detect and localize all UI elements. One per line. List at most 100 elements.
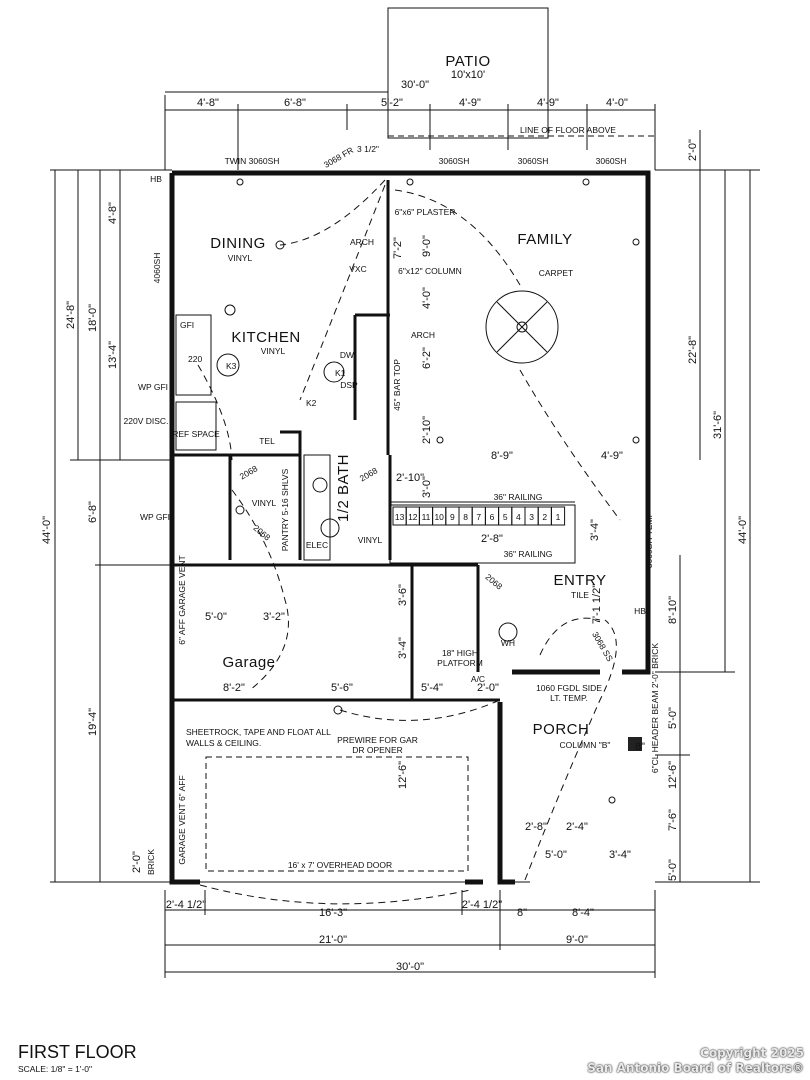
note-door-2068-c: 2068 (251, 523, 272, 543)
exterior-walls (169, 170, 651, 885)
right-dim-7-6: 7'-6" (667, 809, 679, 831)
right-dimensions: 44'-0" 31'-6" 22'-8" 2'-0" 8'-10" 5'-0" … (655, 130, 760, 883)
room-half-bath: 1/2 BATH (335, 454, 352, 522)
note-ac: A/C (471, 674, 485, 684)
note-door-1060: 1060 FGDL SIDE LT. TEMP. (536, 683, 602, 703)
bottom-dim-2-4-half-b: 2'-4 1/2" (462, 899, 502, 911)
dim-5-0-b: 5'-0" (545, 849, 567, 861)
note-overhead-door: 16' x 7' OVERHEAD DOOR (288, 860, 392, 870)
note-arch-1: ARCH (350, 237, 374, 247)
plan-notes: 6"x6" PLASTER 6"x12" COLUMN ARCH ARCH 45… (124, 174, 660, 875)
bottom-dim-8: 8" (517, 907, 527, 919)
dim-3-4-b: 3'-4" (397, 637, 409, 659)
room-garage: Garage (222, 654, 275, 671)
dim-3-4: 3'-4" (589, 519, 601, 541)
dim-3-half: 3 1/2" (357, 144, 379, 154)
note-garage-vent-1: 6" AFF GARAGE VENT (177, 555, 187, 644)
bottom-dim-21-0: 21'-0" (319, 934, 347, 946)
note-220: 220 (188, 354, 202, 364)
room-entry-floor: TILE (571, 590, 589, 600)
dim-5-0: 5'-0" (205, 611, 227, 623)
note-garage-vent-2: GARAGE VENT 6" AFF (177, 775, 187, 864)
note-railing-1: 36" RAILING (494, 492, 543, 502)
dim-8-9: 8'-9" (491, 450, 513, 462)
stair-number: 6 (490, 512, 495, 522)
bottom-dimensions: 2'-4 1/2" 16'-3" 2'-4 1/2" 8" 8'-4" 21'-… (164, 890, 656, 978)
note-door-2068-d: 2068 (483, 572, 504, 592)
plan-title: FIRST FLOOR (18, 1042, 137, 1062)
patio: PATIO 10'x10' 30'-0" (387, 7, 549, 139)
note-bar-top: 45" BAR TOP (392, 359, 402, 411)
right-dim-31-6: 31'-6" (712, 411, 724, 439)
patio-size: 10'x10' (451, 69, 485, 81)
note-door-2068-b: 2068 (358, 465, 380, 483)
dim-2-10: 2'-10" (421, 416, 433, 444)
note-220v-disc: 220V DISC. (124, 416, 169, 426)
stair-number: 1 (556, 512, 561, 522)
note-pantry: PANTRY 5-16 SHLVS (280, 468, 290, 551)
note-tel: TEL (259, 436, 275, 446)
dim-6-2: 6'-2" (421, 347, 433, 369)
kitchen-k1: K1 (335, 368, 346, 378)
note-column: 6"x12" COLUMN (398, 266, 462, 276)
left-dim-18-0: 18'-0" (87, 304, 99, 332)
copyright-watermark: Copyright 2025 San Antonio Board of Real… (587, 1046, 804, 1076)
dim-2-0: 2'-0" (477, 682, 499, 694)
dim-9-0: 9'-0" (421, 235, 433, 257)
left-dim-19-4: 19'-4" (87, 708, 99, 736)
room-kitchen-floor: VINYL (261, 346, 286, 356)
dim-3-4-c: 3'-4" (609, 849, 631, 861)
stair-number: 13 (395, 512, 405, 522)
left-dim-6-8: 6'-8" (87, 501, 99, 523)
dim-2-10-b: 2'-10" (396, 472, 424, 484)
ceiling-fan-icon (485, 290, 559, 364)
top-dim-3: 5'-2" (381, 97, 403, 109)
stair-number: 5 (503, 512, 508, 522)
stair-number: 8 (463, 512, 468, 522)
room-dining: DINING (210, 235, 266, 252)
patio-label: PATIO (445, 53, 490, 70)
right-dim-5-0: 5'-0" (667, 707, 679, 729)
note-railing-2: 36" RAILING (504, 549, 553, 559)
stair-number: 11 (422, 512, 431, 522)
bottom-dim-30-0: 30'-0" (396, 961, 424, 973)
garage-door (205, 756, 469, 872)
plan-scale: SCALE: 1/8" = 1'-0" (18, 1064, 92, 1074)
left-dim-2-0: 2'-0" (131, 851, 143, 873)
note-door-3068: 3068 SS (590, 630, 615, 664)
note-hb-2: HB (634, 606, 646, 616)
note-arch-2: ARCH (411, 330, 435, 340)
note-sheetrock: SHEETROCK, TAPE AND FLOAT ALL WALLS & CE… (186, 727, 331, 748)
light-fixtures (216, 178, 640, 804)
note-wp-gfi: WP GFI (138, 382, 168, 392)
note-column-b: COLUMN "B" (560, 740, 611, 750)
note-wh: WH (501, 638, 515, 648)
note-door-2068-a: 2068 (238, 463, 260, 481)
room-kitchen: KITCHEN (231, 329, 300, 346)
top-dim-6: 4'-0" (606, 97, 628, 109)
plan-title-block: FIRST FLOOR SCALE: 1/8" = 1'-0" (18, 1042, 137, 1074)
note-dsp: DSP (340, 380, 358, 390)
left-dimensions: 44'-0" 24'-8" 18'-0" 13'-4" 4'-8" 6'-8" … (41, 169, 172, 883)
right-dim-8-10: 8'-10" (667, 596, 679, 624)
room-porch: PORCH (533, 721, 590, 738)
dim-7-2: 7'-2" (392, 237, 404, 259)
top-dim-1: 4'-8" (197, 97, 219, 109)
room-family-floor: CARPET (539, 268, 573, 278)
right-dim-44-0: 44'-0" (737, 516, 749, 544)
stair-number: 10 (434, 512, 444, 522)
room-bath-floor: VINYL (358, 535, 383, 545)
bottom-dim-2-4-half-a: 2'-4 1/2" (166, 899, 206, 911)
note-hb-1: HB (150, 174, 162, 184)
room-family: FAMILY (517, 231, 572, 248)
room-entry: ENTRY (553, 572, 606, 589)
note-4060sh: 4060SH (152, 253, 162, 284)
left-dim-13-4: 13'-4" (107, 341, 119, 369)
note-plaster: 6"x6" PLASTER (395, 207, 456, 217)
top-dimensions: 4'-8" 6'-8" 5'-2" 4'-9" 4'-9" 4'-0" LINE… (164, 91, 656, 170)
kitchen-k3: K3 (226, 361, 237, 371)
interior-walls (172, 180, 576, 702)
dim-4-0: 4'-0" (421, 287, 433, 309)
room-dining-floor: VINYL (228, 253, 253, 263)
